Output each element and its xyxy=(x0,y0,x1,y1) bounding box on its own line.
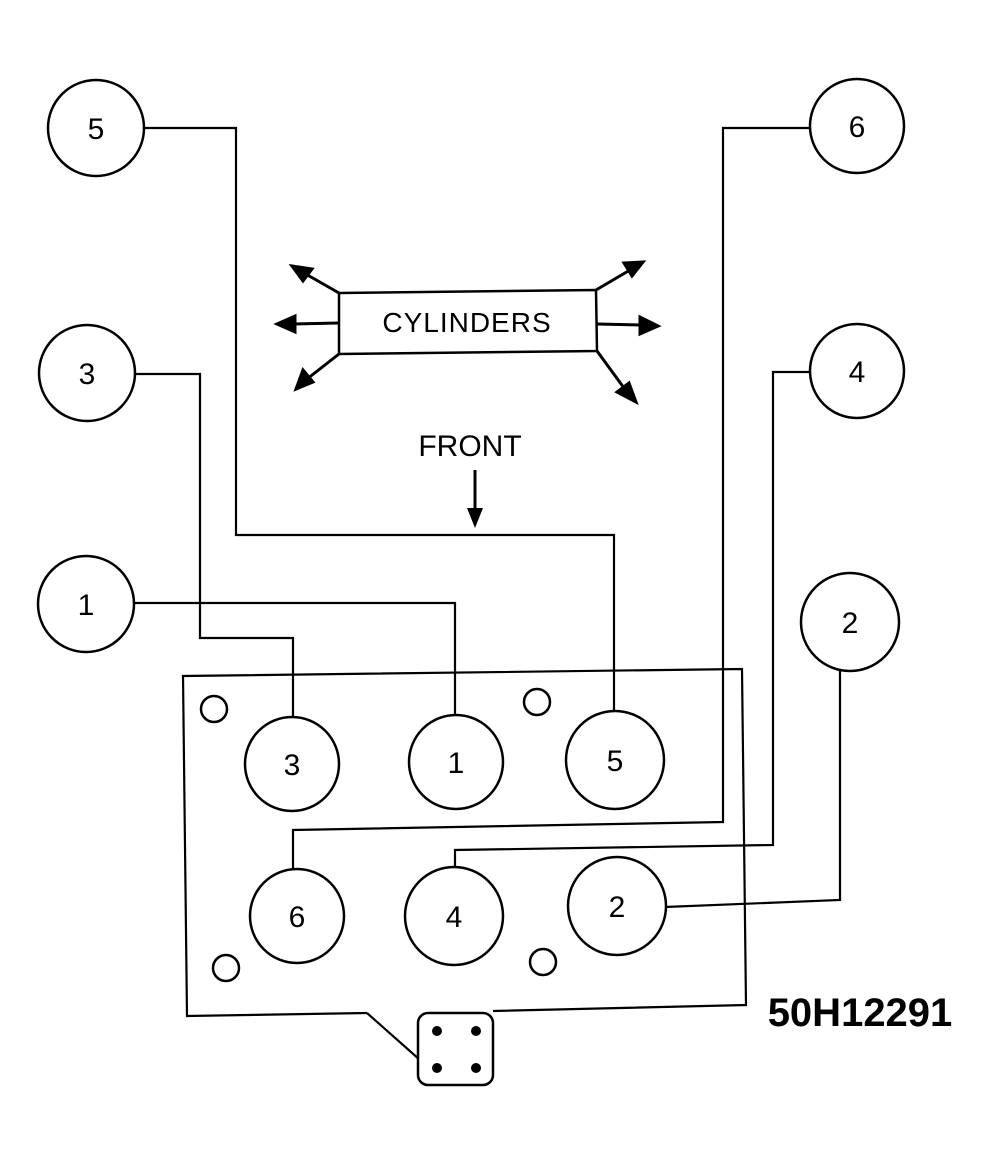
connector-lead xyxy=(366,1012,421,1061)
plug-pin xyxy=(471,1063,481,1073)
cylinder-6-label: 6 xyxy=(289,901,306,934)
plug-pin xyxy=(471,1026,481,1036)
cylinder-5: 5 xyxy=(564,709,666,811)
mounting-hole xyxy=(528,947,558,977)
engine-block xyxy=(181,667,748,1087)
coil-6: 6 xyxy=(808,77,906,175)
wire-2 xyxy=(664,670,842,909)
mounting-hole xyxy=(522,687,552,717)
coil-4-label: 4 xyxy=(849,356,866,389)
coil-4: 4 xyxy=(808,322,906,420)
cylinders-label: CYLINDERS xyxy=(382,307,551,338)
coil-2-label: 2 xyxy=(842,607,859,640)
cylinders-arrows xyxy=(273,260,662,406)
cylinder-6: 6 xyxy=(248,867,346,965)
front-label: FRONT xyxy=(418,430,521,463)
wiring-lines xyxy=(133,126,842,909)
cylinder-circles: 3 1 5 6 4 2 xyxy=(243,709,668,967)
connector-plug xyxy=(416,1011,495,1087)
coil-2: 2 xyxy=(799,571,901,673)
cylinder-3-label: 3 xyxy=(284,749,301,782)
coil-5: 5 xyxy=(46,78,146,178)
part-code: 50H12291 xyxy=(768,991,953,1035)
wire-4 xyxy=(453,370,811,868)
coil-3: 3 xyxy=(37,323,137,423)
coil-3-label: 3 xyxy=(79,358,96,391)
wire-1 xyxy=(133,601,457,714)
cylinder-4: 4 xyxy=(403,865,505,967)
plug-pin xyxy=(432,1026,442,1036)
cylinder-2: 2 xyxy=(566,855,668,957)
coil-circles: 5 6 3 4 1 2 xyxy=(36,77,906,673)
block-outline xyxy=(181,667,748,1018)
mounting-hole xyxy=(199,694,229,724)
plug-pin xyxy=(432,1063,442,1073)
cylinder-1: 1 xyxy=(407,713,505,811)
wire-5 xyxy=(145,126,616,712)
wire-3 xyxy=(135,372,295,716)
wire-6 xyxy=(291,126,813,868)
cylinder-3: 3 xyxy=(243,715,341,813)
cylinder-5-label: 5 xyxy=(607,745,624,778)
coil-1: 1 xyxy=(36,554,136,654)
cylinder-2-label: 2 xyxy=(609,891,626,924)
coil-5-label: 5 xyxy=(88,113,105,146)
cylinder-4-label: 4 xyxy=(446,901,463,934)
coil-1-label: 1 xyxy=(78,589,95,622)
cylinders-callout: CYLINDERS xyxy=(273,260,662,406)
front-indicator: FRONT xyxy=(418,430,522,528)
coil-6-label: 6 xyxy=(849,111,866,144)
mounting-hole xyxy=(211,953,241,983)
front-arrow-icon xyxy=(467,508,483,528)
cylinder-1-label: 1 xyxy=(448,747,465,780)
